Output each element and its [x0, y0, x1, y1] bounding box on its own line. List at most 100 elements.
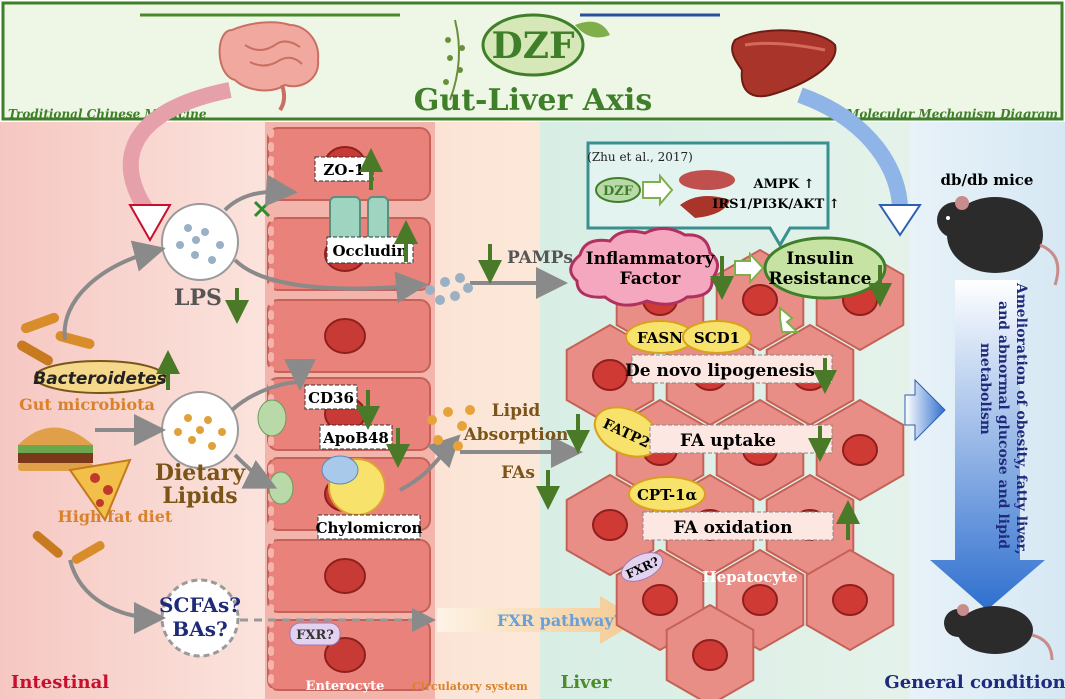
general-label: General condition	[884, 672, 1065, 693]
insulin-label-1: Insulin	[786, 249, 854, 269]
microvillus	[268, 352, 274, 362]
bas-label: BAs?	[172, 617, 227, 641]
ampk-label: AMPK ↑	[753, 177, 815, 192]
enterocyte-nucleus	[324, 318, 366, 354]
hepatocyte-nucleus	[742, 584, 778, 616]
bacteroidetes-label: Bacteroidetes	[33, 369, 167, 389]
lipid-particle	[218, 428, 226, 436]
liver-illustration	[731, 29, 837, 98]
pamp-particle	[435, 295, 445, 305]
microvillus	[268, 464, 274, 474]
microvillus	[268, 226, 274, 236]
dzf-badge	[481, 13, 585, 77]
dietary-lipids-label-1: Dietary	[155, 460, 246, 486]
fa-particle	[453, 441, 463, 451]
microvillus	[268, 282, 274, 292]
fa-uptake-box	[649, 424, 833, 454]
lipid-particle	[188, 436, 196, 444]
outcome-label-3: metabolism	[977, 343, 993, 435]
pamp-particle	[463, 283, 473, 293]
obese-mouse-illustration	[937, 196, 1060, 286]
microvillus	[268, 506, 274, 516]
fa-particle	[457, 421, 467, 431]
circulatory-label: Circulatory system	[412, 680, 528, 693]
mice-label: db/db mice	[941, 171, 1034, 189]
irs1-label: IRS1/PI3K/AKT ↑	[712, 197, 840, 212]
fxr-liver-pill	[620, 552, 664, 582]
lipid-particle	[208, 442, 216, 450]
microvillus	[268, 660, 274, 670]
dzf-small-label: DZF	[603, 184, 634, 199]
intestine-illustration	[218, 21, 320, 112]
fa-particles	[427, 405, 475, 451]
outcome-label-1: Amelioration of obesity, fatty liver,	[1013, 282, 1029, 555]
lps-particle	[192, 236, 200, 244]
chylomicron-label: Chylomicron	[316, 519, 423, 537]
intestine-flow-arrows	[62, 174, 583, 634]
fasn-label: FASN	[637, 329, 683, 347]
microvillus	[268, 534, 274, 544]
apob48-label: ApoB48	[322, 429, 389, 447]
inflammation-to-insulin-arrow	[734, 251, 765, 285]
fa-oxidation-label: FA oxidation	[673, 518, 792, 538]
microvillus	[268, 170, 274, 180]
hepatocyte-nucleus	[642, 584, 678, 616]
lipid-particle	[174, 428, 182, 436]
microvillus	[268, 604, 274, 614]
fxr-entero-pill	[289, 622, 341, 646]
inflammatory-label-1: Inflammatory	[586, 249, 716, 269]
lps-particles	[176, 224, 224, 264]
microvillus	[268, 142, 274, 152]
outcome-text-group: Amelioration of obesity, fatty liver, an…	[977, 282, 1029, 555]
de-novo-box	[631, 354, 833, 384]
microvillus	[268, 268, 274, 278]
inflammatory-label-2: Factor	[620, 269, 682, 289]
dzf-small-badge	[595, 177, 641, 203]
bacteria-illustration-2	[32, 531, 105, 564]
microvillus	[268, 128, 274, 138]
intestinal-label: Intestinal	[11, 672, 109, 693]
microvillus	[268, 156, 274, 166]
hepatocyte-nucleus	[592, 359, 628, 391]
golgi	[321, 455, 359, 485]
insulin-to-lipogenesis-arrow	[779, 305, 800, 333]
fa-particle	[465, 405, 475, 415]
lps-particle	[208, 256, 216, 264]
microvillus	[268, 520, 274, 530]
liver-label: Liver	[561, 672, 612, 693]
scfa-vesicle	[160, 578, 240, 658]
microvillus	[268, 590, 274, 600]
microvillus	[268, 338, 274, 348]
fxr-entero-label: FXR?	[296, 628, 334, 643]
outcome-arrow	[930, 280, 1045, 610]
hepatocyte-nucleus	[832, 584, 868, 616]
fa-uptake-label: FA uptake	[680, 431, 776, 451]
hepatocyte-nucleus	[592, 509, 628, 541]
mechanism-arrow	[797, 87, 908, 211]
insulin-resistance-badge	[763, 236, 887, 300]
fa-oxidation-box	[642, 511, 834, 541]
de-novo-label: De novo lipogenesis	[625, 361, 815, 381]
microvillus	[268, 548, 274, 558]
mechanism-arrowhead	[878, 204, 922, 237]
lps-particle	[176, 241, 184, 249]
microvillus	[268, 646, 274, 656]
lipid-particle	[204, 416, 212, 424]
microvillus	[268, 688, 274, 698]
citation-label: (Zhu et al., 2017)	[587, 150, 693, 164]
hepatocyte-nucleus	[742, 284, 778, 316]
enterocyte-label: Enterocyte	[306, 679, 385, 694]
scd1-badge	[682, 320, 752, 354]
microvillus	[268, 562, 274, 572]
zo1-label: ZO-1	[323, 161, 364, 179]
cpt1a-label: CPT-1α	[637, 486, 698, 504]
hepatocyte-nucleus	[692, 639, 728, 671]
microvillus	[268, 212, 274, 222]
lipid-particle	[196, 426, 204, 434]
muscle-icon	[679, 170, 735, 190]
header-title: Gut-Liver Axis	[414, 83, 652, 118]
microvillus	[268, 366, 274, 376]
dietary-lipids-label-2: Lipids	[162, 483, 237, 509]
microvillus	[268, 310, 274, 320]
